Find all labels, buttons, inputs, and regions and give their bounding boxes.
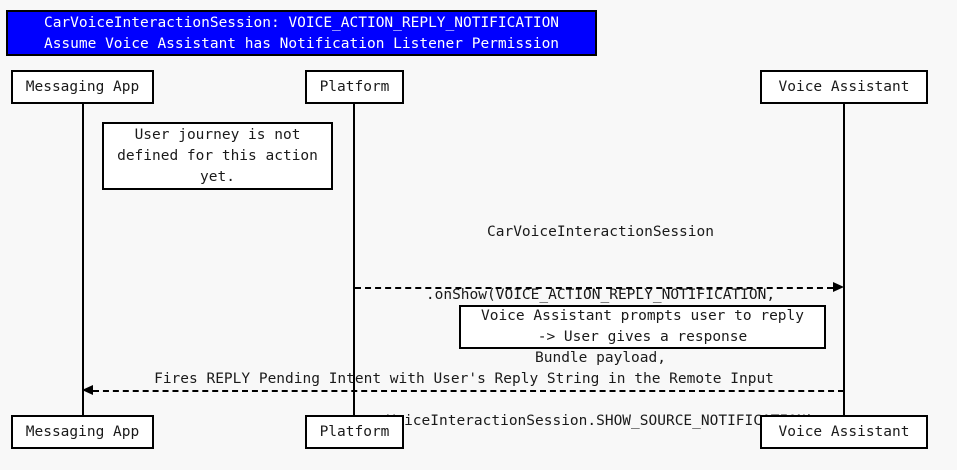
diagram-title-box: CarVoiceInteractionSession: VOICE_ACTION…	[6, 10, 597, 56]
lifeline-messaging-app	[82, 104, 84, 415]
note-user-journey-line-2: defined for this action	[117, 147, 318, 164]
message-arrow-onshow	[355, 287, 833, 289]
participant-top-voice-assistant[interactable]: Voice Assistant	[760, 70, 928, 104]
participant-bottom-messaging-app[interactable]: Messaging App	[11, 415, 154, 449]
message-arrowhead-onshow	[833, 282, 844, 292]
participant-top-platform[interactable]: Platform	[305, 70, 404, 104]
message-arrow-reply-intent	[93, 390, 844, 392]
note-voice-prompt-line-2: -> User gives a response	[537, 329, 748, 345]
diagram-title-line-2: Assume Voice Assistant has Notification …	[43, 36, 560, 52]
note-user-journey-line-3: yet.	[200, 168, 235, 185]
participant-top-messaging-app[interactable]: Messaging App	[11, 70, 154, 104]
message-label-reply-intent: Fires REPLY Pending Intent with User's R…	[154, 371, 774, 387]
participant-bottom-voice-assistant[interactable]: Voice Assistant	[760, 415, 928, 449]
note-user-journey-line-1: User journey is not	[134, 126, 301, 143]
message-onshow-line-4: VoiceInteractionSession.SHOW_SOURCE_NOTI…	[386, 413, 815, 429]
note-voice-prompt-line-1: Voice Assistant prompts user to reply	[480, 308, 804, 324]
message-onshow-line-1: CarVoiceInteractionSession	[487, 224, 714, 240]
lifeline-platform	[353, 104, 355, 415]
participant-bottom-platform[interactable]: Platform	[305, 415, 404, 449]
note-voice-prompt: Voice Assistant prompts user to reply ->…	[459, 305, 826, 349]
message-label-onshow: CarVoiceInteractionSession .onShow(VOICE…	[357, 180, 844, 470]
message-arrowhead-reply-intent	[82, 385, 93, 395]
lifeline-voice-assistant	[843, 104, 845, 415]
note-user-journey: User journey is not defined for this act…	[102, 122, 333, 190]
message-onshow-line-2: .onShow(VOICE_ACTION_REPLY_NOTIFICATION,	[425, 287, 776, 303]
message-onshow-line-3: Bundle payload,	[535, 350, 666, 366]
diagram-title-line-1: CarVoiceInteractionSession: VOICE_ACTION…	[43, 15, 560, 31]
